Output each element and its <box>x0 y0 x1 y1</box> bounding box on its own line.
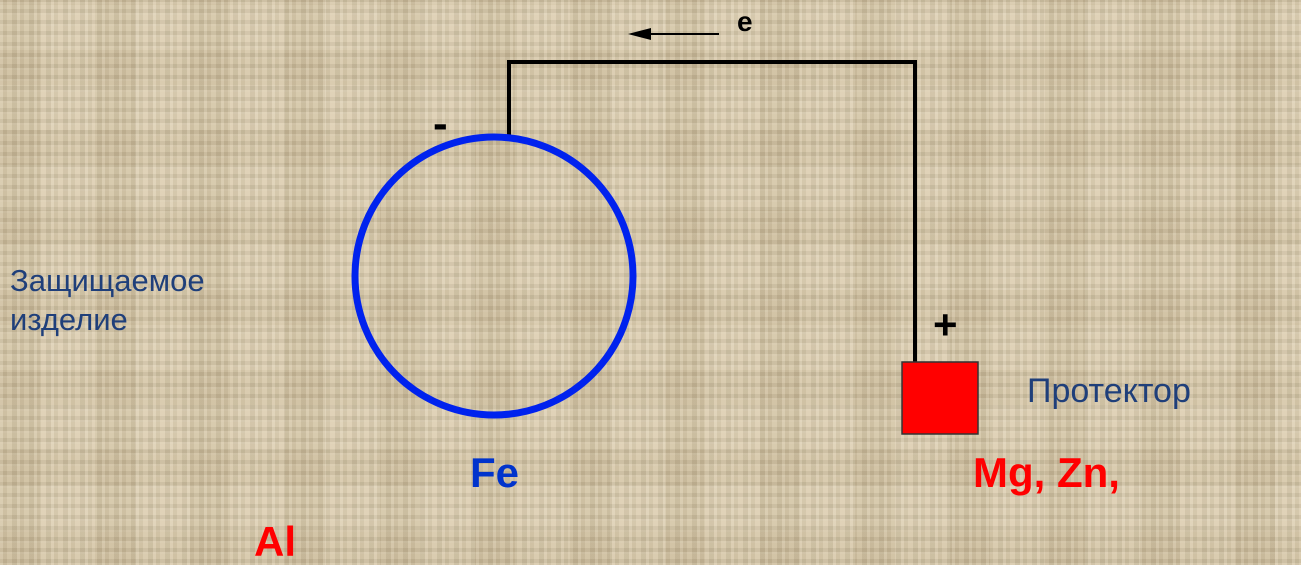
protected-item-label: Защищаемое изделие <box>10 262 205 340</box>
protected-item-line2: изделие <box>10 301 128 337</box>
protected-item-circle <box>351 133 637 419</box>
connecting-wire <box>507 60 917 362</box>
protected-metal-label: Fe <box>470 449 520 496</box>
protector-metals-label: Mg, Zn, <box>973 449 1120 496</box>
negative-sign: - <box>433 99 448 148</box>
electron-label: e <box>737 6 753 37</box>
protected-item-line1: Защищаемое <box>10 263 205 298</box>
protector-block <box>901 361 979 435</box>
left-arrow-icon <box>628 28 719 40</box>
protector-label: Протектор <box>1027 372 1191 410</box>
protector-metals-label-continued: Al <box>254 518 296 565</box>
positive-sign: + <box>933 301 958 348</box>
